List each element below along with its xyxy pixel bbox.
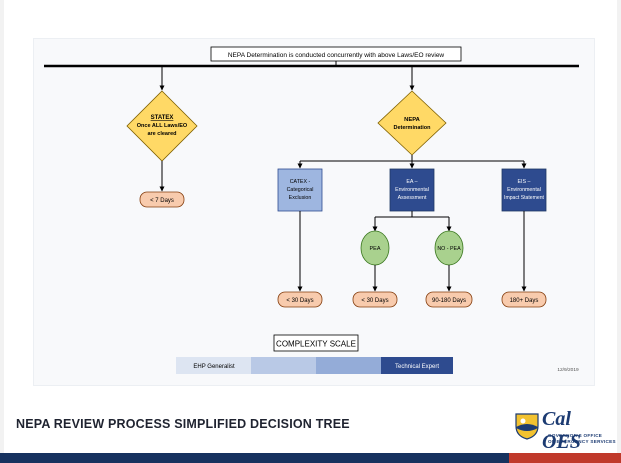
pea-duration-pill <box>352 291 398 308</box>
scale-left-label: EHP Generalist <box>193 364 235 370</box>
ea-line2: Environmental <box>395 187 429 193</box>
scale-segment-1 <box>176 357 251 374</box>
slide-date: 12/9/2019 <box>557 367 579 373</box>
footer-accent <box>509 453 621 463</box>
catex-line1: CATEX - <box>290 179 311 185</box>
statex-line2: Once ALL Laws/EO <box>137 123 188 129</box>
ea-box <box>389 168 435 212</box>
banner-text: NEPA Determination is conducted concurre… <box>228 52 445 59</box>
scale-segment-2 <box>251 357 316 374</box>
eis-duration: 180+ Days <box>510 298 539 304</box>
eis-box <box>501 168 547 212</box>
footer-bar <box>0 453 621 463</box>
nepa-line2: Determination <box>394 125 432 131</box>
catex-duration-pill <box>277 291 323 308</box>
complexity-title-box <box>273 334 359 352</box>
eis-line3: Impact Statement <box>504 195 545 201</box>
logo-main-text: Cal OES <box>542 408 581 453</box>
statex-line3: are cleared <box>147 131 176 137</box>
cal-oes-logo: Cal OES GOVERNOR'S OFFICE OF EMERGENCY S… <box>514 408 616 453</box>
statex-title: STATEX <box>151 115 174 121</box>
ea-line3: Assessment <box>398 195 427 201</box>
catex-duration: < 30 Days <box>286 298 313 304</box>
frame-right-border <box>617 0 621 463</box>
eis-duration-pill <box>501 291 547 308</box>
eis-line1: EIS – <box>518 179 531 185</box>
page-caption: NEPA REVIEW PROCESS SIMPLIFIED DECISION … <box>16 417 350 431</box>
logo-emblem-icon <box>515 413 539 440</box>
catex-line3: Exclusion <box>289 195 312 201</box>
complexity-title: COMPLEXITY SCALE <box>276 340 356 349</box>
scale-segment-4 <box>381 357 453 374</box>
logo-sub-line2: OF EMERGENCY SERVICES <box>548 439 616 444</box>
nepa-title: NEPA <box>404 117 420 123</box>
ea-line1: EA – <box>406 179 417 185</box>
eis-line2: Environmental <box>507 187 541 193</box>
scale-right-label: Technical Expert <box>395 364 439 370</box>
nopea-duration-pill <box>425 291 473 308</box>
nepa-diamond <box>377 90 447 156</box>
pea-label: PEA <box>369 246 380 252</box>
pea-duration: < 30 Days <box>361 298 388 304</box>
frame-left-border <box>0 0 4 463</box>
slide-image: NEPA Determination is conducted concurre… <box>33 38 595 386</box>
nopea-duration: 90-180 Days <box>432 298 466 304</box>
catex-line2: Categorical <box>287 187 314 193</box>
statex-duration-pill <box>139 191 185 208</box>
logo-sub-line1: GOVERNOR'S OFFICE <box>548 433 603 438</box>
scale-segment-3 <box>316 357 381 374</box>
nopea-label: NO - PEA <box>437 246 461 252</box>
statex-duration: < 7 Days <box>150 198 174 204</box>
